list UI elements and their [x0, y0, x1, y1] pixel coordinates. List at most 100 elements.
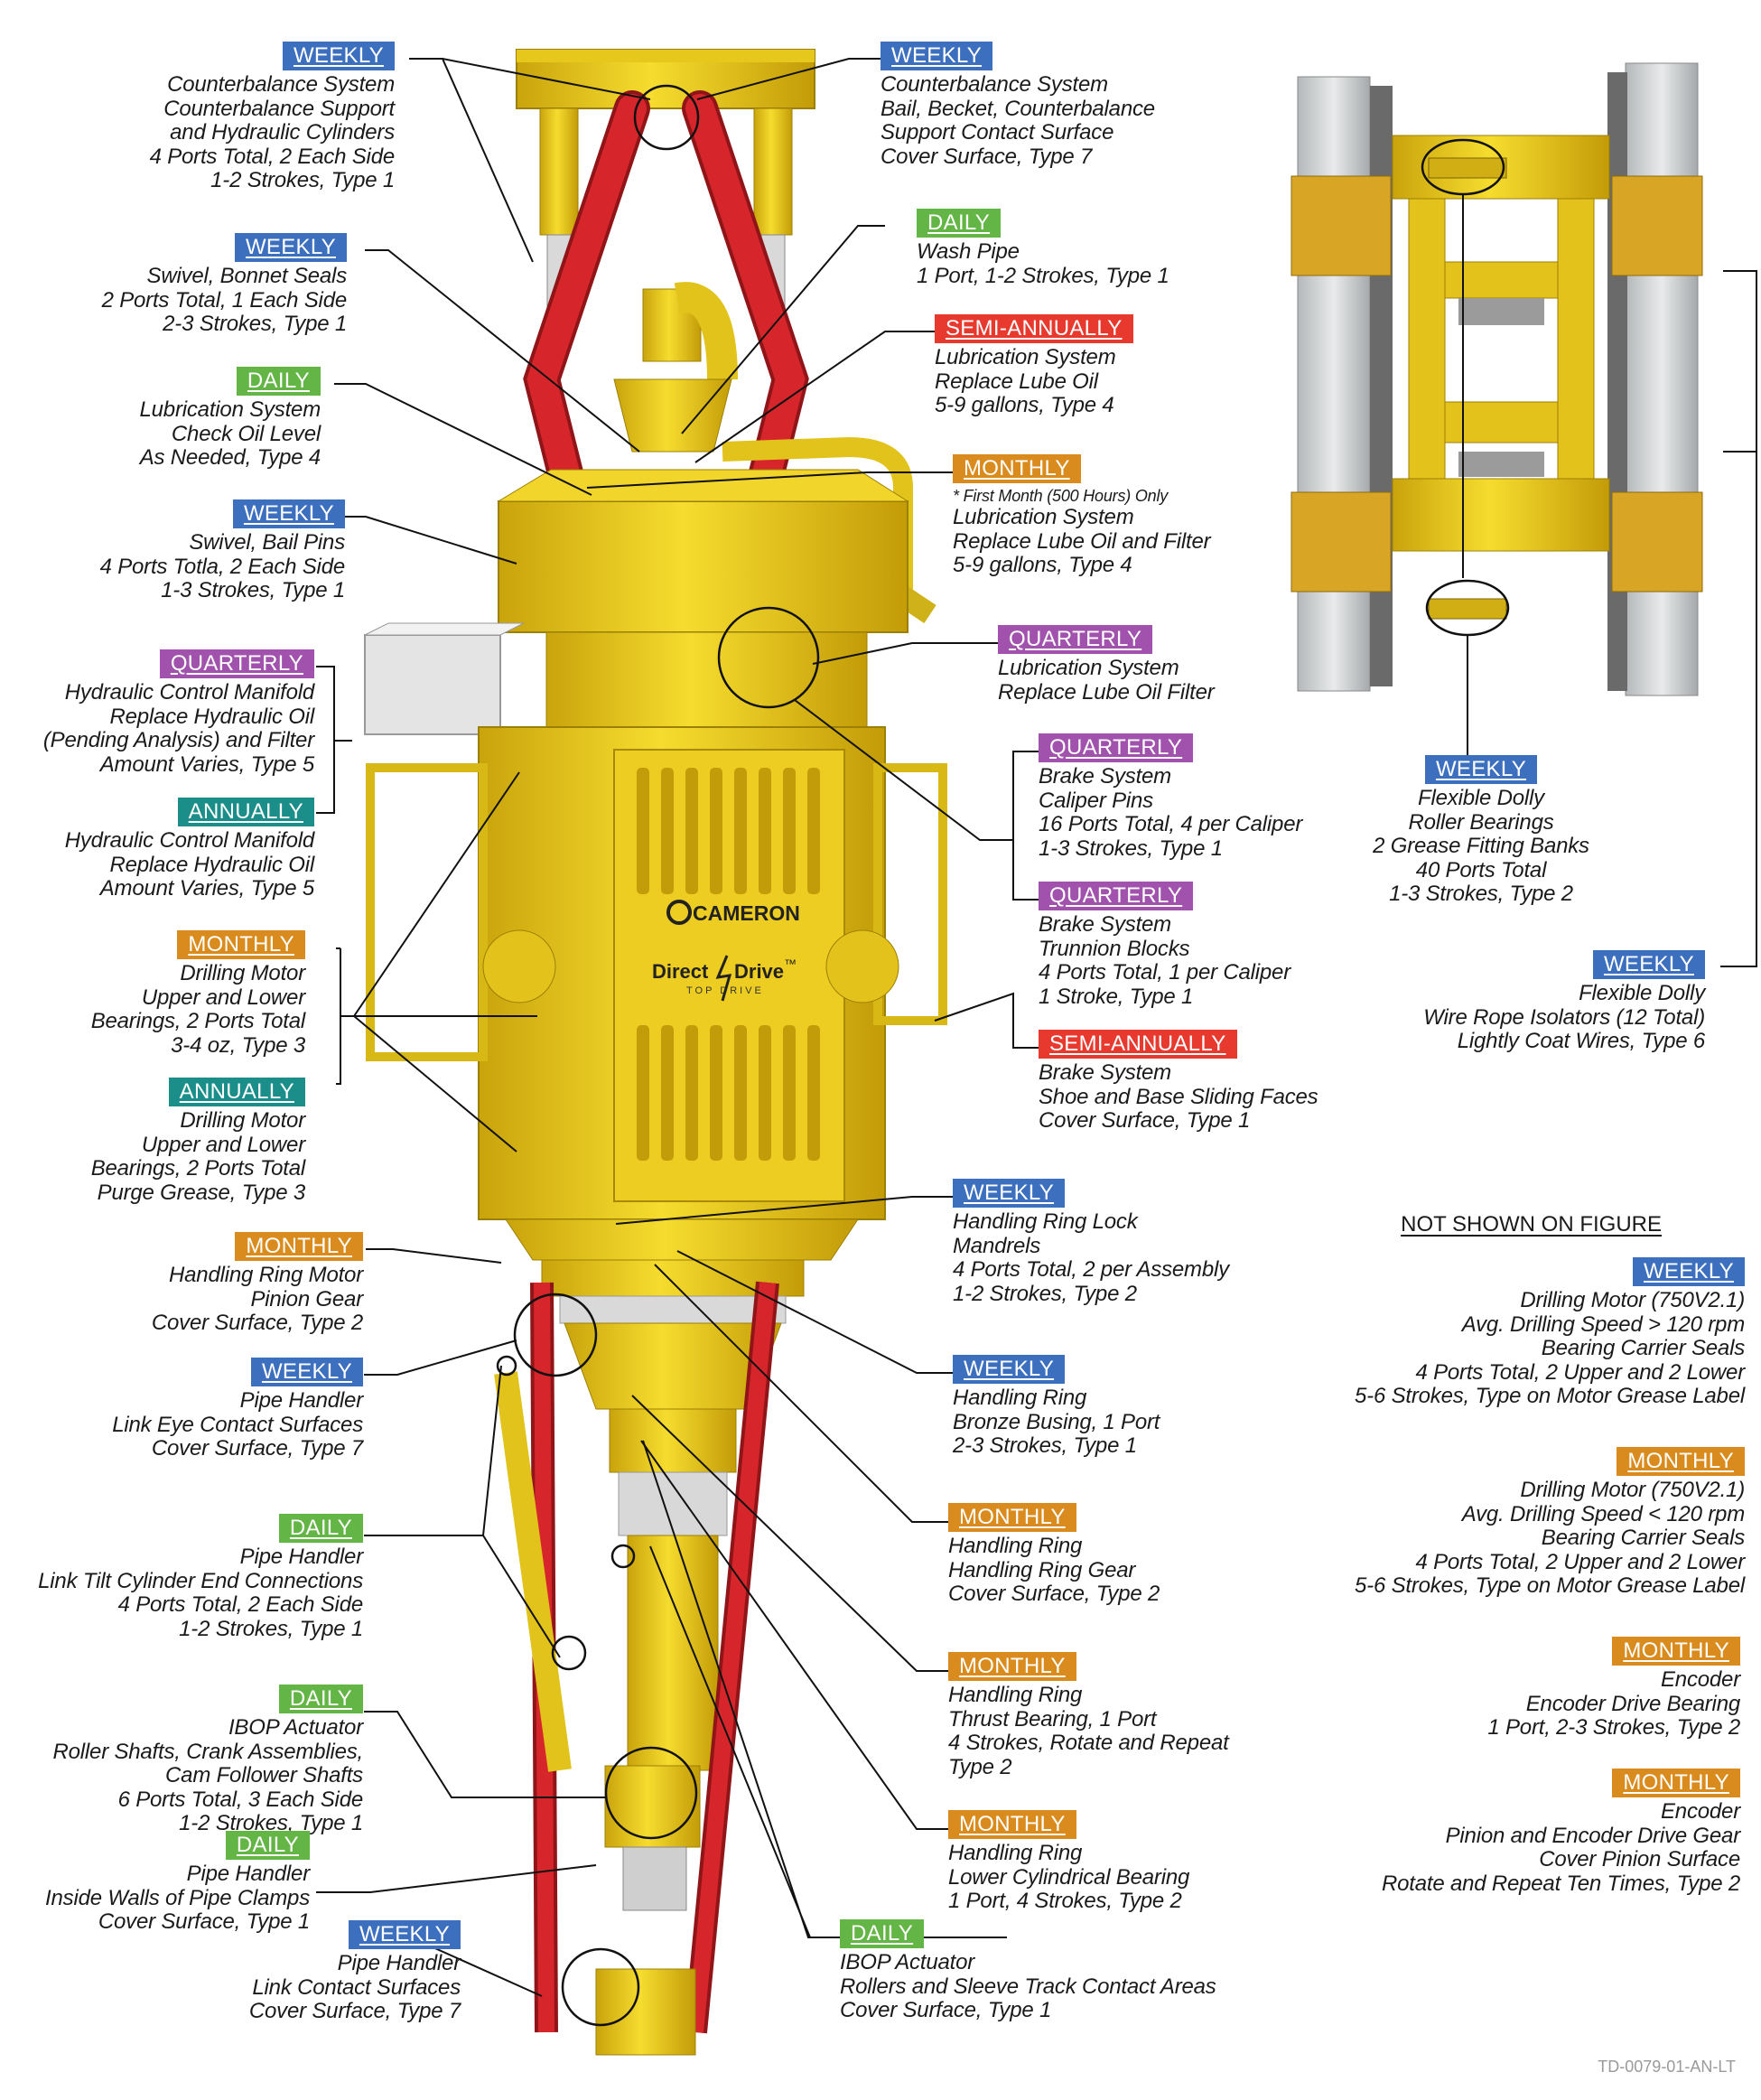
callout-line: 1 Port, 4 Strokes, Type 2	[948, 1889, 1182, 1913]
frequency-badge: MONTHLY	[1612, 1769, 1740, 1797]
frequency-badge: MONTHLY	[177, 930, 305, 959]
callout-line: Pipe Handler	[239, 1545, 364, 1569]
callout-line: Pipe Handler	[239, 1388, 364, 1413]
callout-line: Check Oil Level	[171, 421, 321, 446]
callout-line: Counterbalance Support	[163, 96, 395, 121]
highlight-circles	[496, 84, 1510, 2027]
callout-line: Swivel, Bail Pins	[189, 530, 345, 555]
callout-line: Cover Surface, Type 7	[880, 144, 1093, 169]
frequency-badge: WEEKLY	[880, 42, 993, 70]
callout-line: Rotate and Repeat Ten Times, Type 2	[1381, 1871, 1740, 1896]
callout-line: 4 Ports Total, 2 Each Side	[117, 1592, 364, 1617]
callout-line: 2 Ports Total, 1 Each Side	[101, 287, 348, 313]
callout-line: Trunnion Blocks	[1039, 936, 1190, 961]
callout-line: (Pending Analysis) and Filter	[42, 728, 314, 752]
product-line2: Drive	[734, 960, 784, 983]
callout-line: 1 Port, 1-2 Strokes, Type 1	[917, 263, 1169, 288]
frequency-badge: WEEKLY	[953, 1355, 1066, 1384]
callout-line: Amount Varies, Type 5	[99, 751, 314, 777]
callout-line: Cover Surface, Type 1	[98, 1909, 310, 1934]
frequency-badge: QUARTERLY	[159, 649, 314, 678]
callout-line: 1 Stroke, Type 1	[1039, 984, 1194, 1009]
product-sub: TOP DRIVE	[686, 985, 764, 996]
callout-line: Pipe Handler	[337, 1951, 461, 1975]
callout-line: Wash Pipe	[917, 239, 1020, 264]
frequency-badge: DAILY	[278, 1685, 363, 1713]
callout-line: 1-3 Strokes, Type 2	[1389, 882, 1573, 906]
frequency-badge: WEEKLY	[250, 1358, 363, 1386]
callout-line: Lightly Coat Wires, Type 6	[1457, 1029, 1705, 1053]
callout-line: Replace Lube Oil and Filter	[953, 528, 1211, 554]
frequency-badge: ANNUALLY	[168, 1078, 305, 1106]
callout-line: Cover Surface, Type 2	[151, 1311, 363, 1335]
callout-line: Encoder	[1661, 1799, 1740, 1824]
frequency-badge: MONTHLY	[948, 1810, 1076, 1839]
callout-line: Replace Lube Oil Filter	[998, 679, 1215, 705]
callout-line: Lubrication System	[953, 505, 1134, 529]
callout-line: 3-4 oz, Type 3	[171, 1032, 305, 1058]
product-line1: Direct	[652, 960, 709, 983]
callout-line: 5-9 gallons, Type 4	[935, 393, 1114, 417]
frequency-badge: QUARTERLY	[1039, 733, 1194, 762]
callout-line: 6 Ports Total, 3 Each Side	[117, 1787, 364, 1812]
frequency-badge: WEEKLY	[1424, 755, 1538, 784]
callout-line: Handling Ring	[948, 1683, 1083, 1707]
callout-line: Rollers and Sleeve Track Contact Areas	[840, 1974, 1216, 1999]
callout-note: * First Month (500 Hours) Only	[953, 487, 1169, 505]
brand-text: CAMERON	[693, 901, 800, 925]
frequency-badge: QUARTERLY	[1039, 882, 1194, 910]
callout-line: Shoe and Base Sliding Faces	[1039, 1084, 1318, 1109]
callout-line: 2 Grease Fitting Banks	[1373, 834, 1589, 858]
callout-line: Link Contact Surfaces	[252, 1974, 461, 2000]
leader-lines	[316, 58, 1757, 1997]
callout-line: and Hydraulic Cylinders	[170, 120, 395, 145]
frequency-badge: MONTHLY	[1612, 1637, 1740, 1666]
callout-line: Inside Walls of Pipe Clamps	[45, 1885, 310, 1910]
callout-line: 4 Ports Total, 1 per Caliper	[1039, 960, 1290, 985]
callout-line: Bronze Busing, 1 Port	[953, 1409, 1160, 1434]
callout-line: Cover Surface, Type 2	[948, 1582, 1160, 1606]
callout-line: 1-2 Strokes, Type 2	[953, 1281, 1137, 1306]
callout-line: IBOP Actuator	[840, 1950, 975, 1974]
cameron-logo: CAMERON Direct Drive ™ TOP DRIVE	[652, 900, 800, 1002]
callout-line: Lubrication System	[139, 397, 321, 422]
callout-line: Pipe Handler	[186, 1862, 311, 1886]
frequency-badge: MONTHLY	[1617, 1447, 1745, 1476]
flexible-dolly-illustration	[1290, 62, 1703, 696]
callout-line: 40 Ports Total	[1415, 857, 1547, 882]
callout-line: Encoder Drive Bearing	[1525, 1691, 1740, 1716]
callout-line: Wire Rope Isolators (12 Total)	[1423, 1004, 1705, 1030]
callout-line: Caliper Pins	[1039, 788, 1153, 813]
callout-line: Link Eye Contact Surfaces	[112, 1412, 363, 1437]
callout-line: Flexible Dolly	[1579, 981, 1705, 1005]
frequency-badge: WEEKLY	[348, 1920, 461, 1949]
top-drive-body	[364, 49, 947, 2056]
callout-line: Handling Ring	[953, 1386, 1087, 1410]
callout-line: 2-3 Strokes, Type 1	[163, 312, 347, 336]
frequency-badge: MONTHLY	[953, 454, 1081, 483]
callout-line: 4 Ports Total, 2 Upper and 2 Lower	[1415, 1359, 1745, 1385]
callout-line: 1 Port, 2-3 Strokes, Type 2	[1487, 1715, 1740, 1740]
callout-line: Swivel, Bonnet Seals	[146, 264, 348, 288]
frequency-badge: SEMI-ANNUALLY	[1039, 1030, 1237, 1059]
callout-line: 4 Ports Total, 2 Upper and 2 Lower	[1415, 1549, 1745, 1574]
callout-line: Flexible Dolly	[1418, 786, 1544, 810]
callout-line: Cover Surface, Type 7	[248, 1999, 461, 2023]
callout-line: Hydraulic Control Manifold	[64, 680, 314, 705]
frequency-badge: DAILY	[840, 1919, 925, 1948]
callout-line: Bearing Carrier Seals	[1541, 1526, 1745, 1550]
callout-line: Mandrels	[953, 1233, 1041, 1258]
frequency-badge: DAILY	[225, 1831, 310, 1860]
